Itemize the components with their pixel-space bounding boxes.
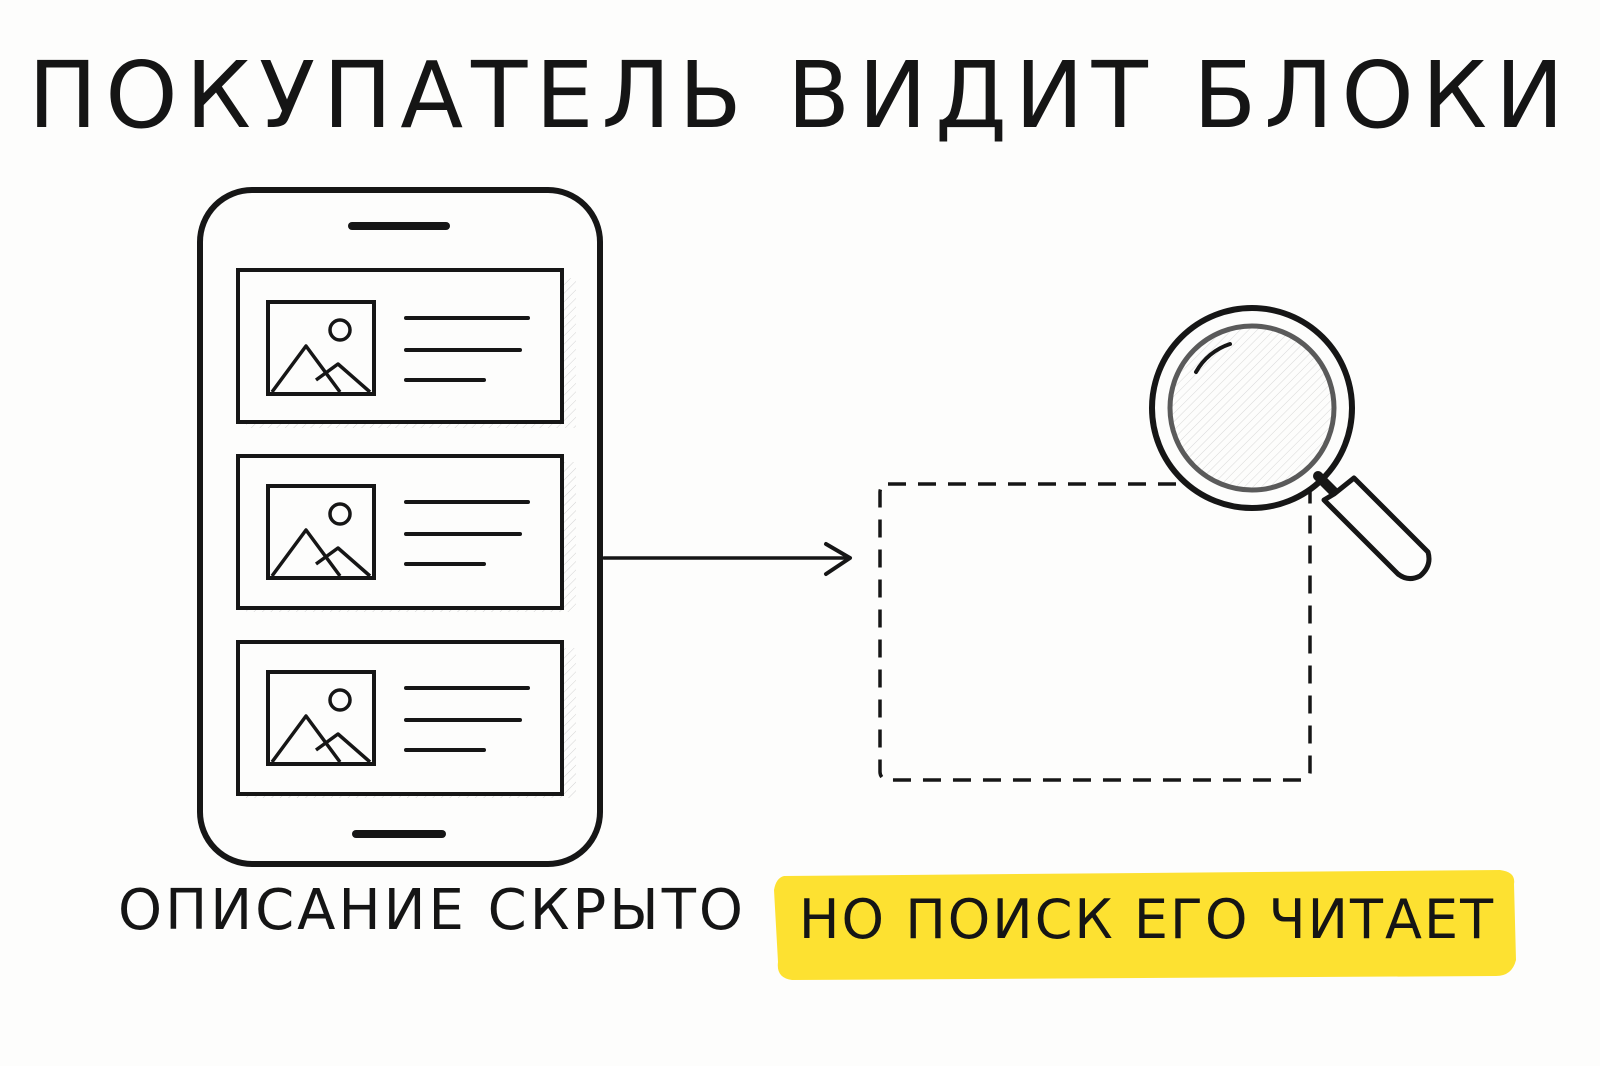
product-card [236,640,576,798]
image-placeholder-icon [266,670,376,766]
product-card [236,268,576,428]
smartphone-icon [197,187,603,867]
magnifying-glass-icon [1149,305,1432,582]
hidden-description-box [878,482,1312,782]
image-placeholder-icon [266,484,376,580]
image-placeholder-icon [266,300,376,396]
search-reads-caption: НО ПОИСК ЕГО ЧИТАЕТ [798,888,1496,951]
highlight-marker [774,870,1516,980]
arrow-right-icon [602,542,852,576]
product-card [236,454,576,612]
page-title: ПОКУПАТЕЛЬ ВИДИТ БЛОКИ [28,42,1572,149]
hidden-description-caption: ОПИСАНИЕ СКРЫТО [118,878,746,943]
